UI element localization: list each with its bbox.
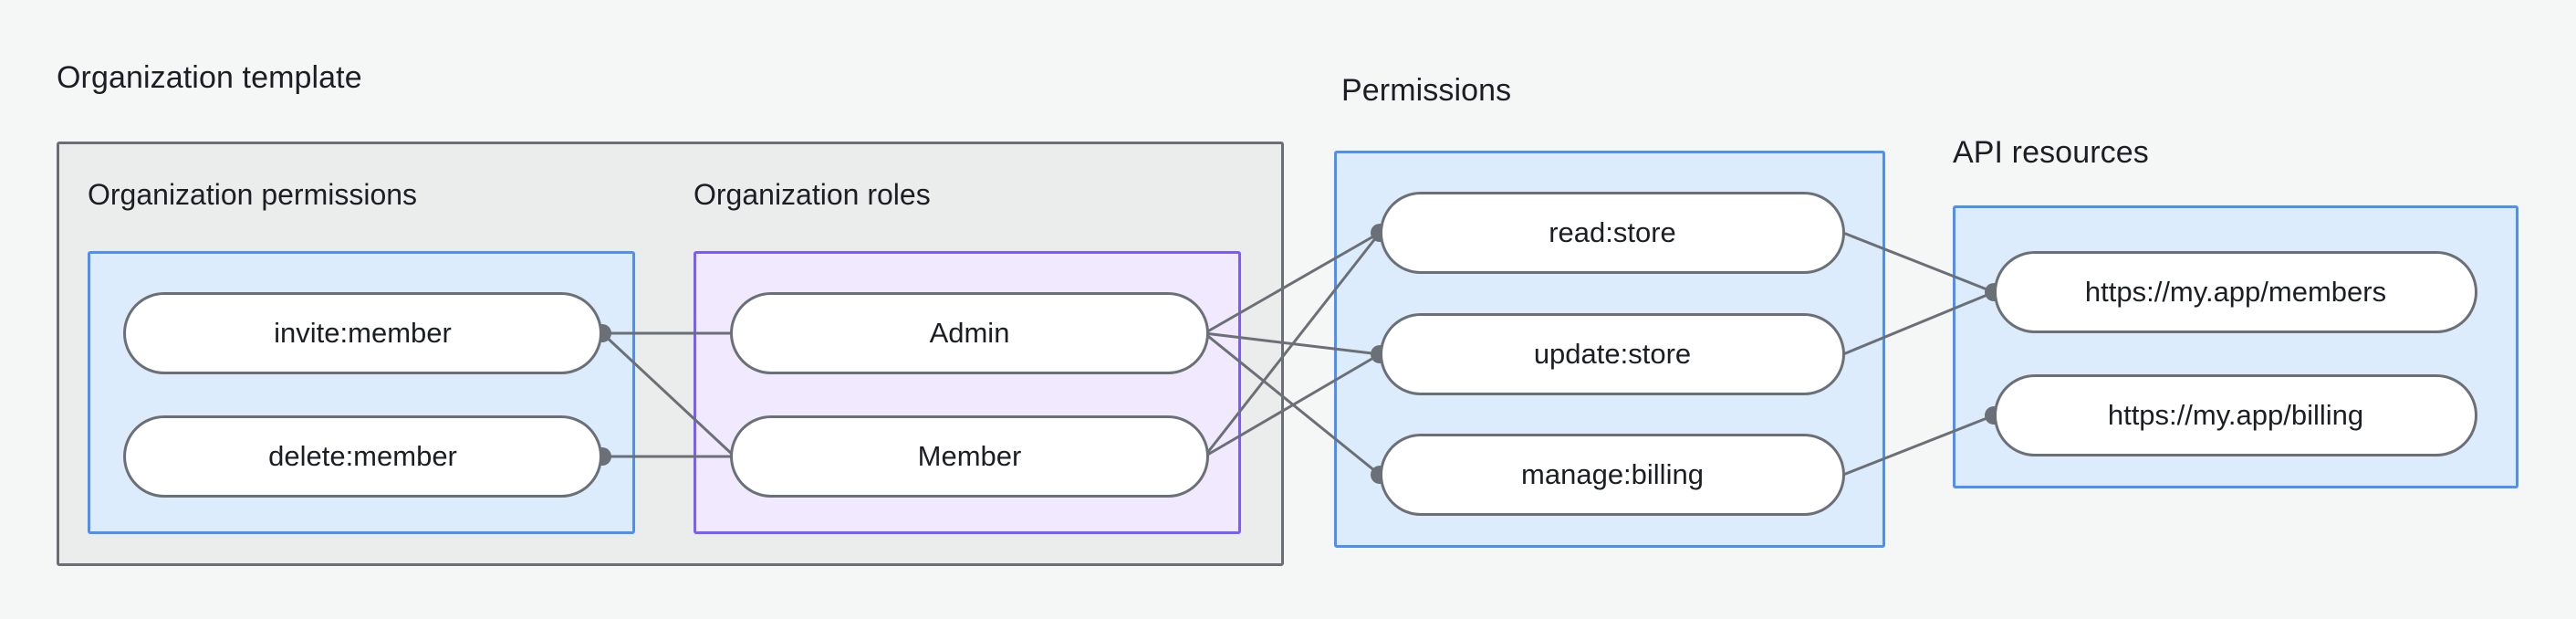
node-invite-member[interactable]: invite:member — [123, 292, 602, 374]
node-update-store[interactable]: update:store — [1380, 313, 1845, 395]
organization-template-title: Organization template — [57, 60, 362, 95]
node-member[interactable]: Member — [730, 415, 1209, 498]
organization-roles-title: Organization roles — [694, 178, 931, 211]
node-delete-member[interactable]: delete:member — [123, 415, 602, 498]
api-resources-title: API resources — [1953, 135, 2149, 170]
node-billing-url[interactable]: https://my.app/billing — [1994, 374, 2477, 456]
node-members-url[interactable]: https://my.app/members — [1994, 251, 2477, 333]
node-manage-billing[interactable]: manage:billing — [1380, 434, 1845, 516]
node-read-store[interactable]: read:store — [1380, 192, 1845, 274]
organization-permissions-title: Organization permissions — [88, 178, 418, 211]
node-admin[interactable]: Admin — [730, 292, 1209, 374]
permissions-title: Permissions — [1341, 73, 1512, 108]
